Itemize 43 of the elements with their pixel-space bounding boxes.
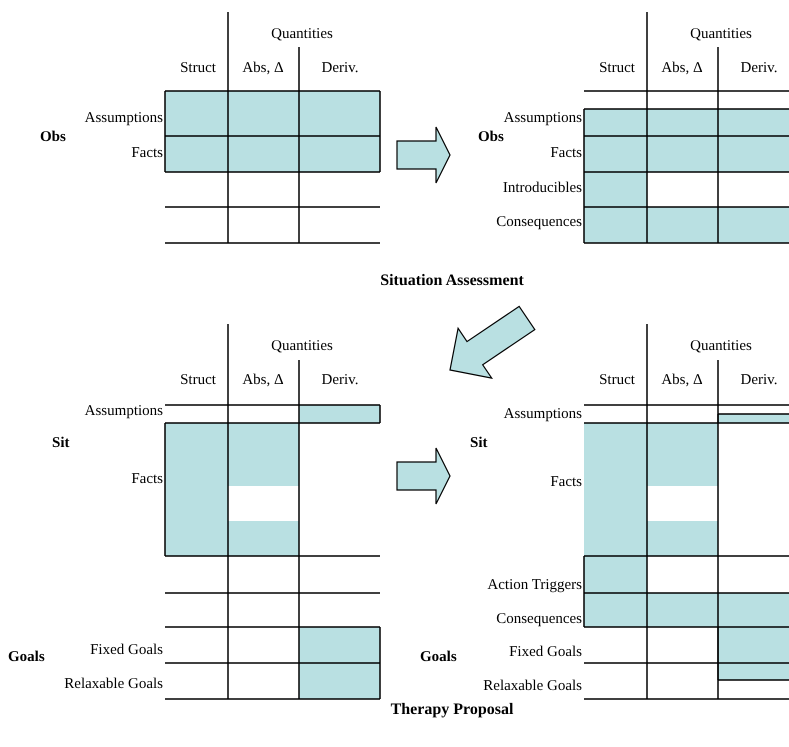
group-label: Obs — [478, 128, 504, 146]
column-header: Abs, Δ — [242, 59, 284, 77]
block-arrow — [396, 447, 451, 505]
column-header: Struct — [599, 59, 635, 77]
row-label: Facts — [131, 144, 163, 162]
row-label: Relaxable Goals — [483, 677, 582, 695]
column-header: Deriv. — [740, 371, 778, 389]
column-header: Struct — [180, 371, 216, 389]
group-label: Sit — [52, 434, 70, 452]
column-header: Quantities — [271, 25, 333, 43]
column-header: Deriv. — [322, 371, 358, 389]
group-label: Goals — [8, 648, 45, 666]
column-header: Deriv. — [740, 59, 778, 77]
row-label: Introducibles — [502, 179, 582, 197]
caption: Situation Assessment — [380, 271, 524, 291]
row-label: Relaxable Goals — [64, 675, 163, 693]
column-header: Abs, Δ — [661, 59, 703, 77]
row-label: Facts — [550, 144, 582, 162]
column-header: Struct — [180, 59, 216, 77]
column-header: Abs, Δ — [242, 371, 284, 389]
column-header: Struct — [599, 371, 635, 389]
column-header: Deriv. — [322, 59, 358, 77]
row-label: Action Triggers — [487, 576, 582, 594]
column-header: Quantities — [690, 337, 752, 355]
block-arrow — [396, 126, 451, 184]
column-header: Abs, Δ — [661, 371, 703, 389]
caption: Therapy Proposal — [390, 700, 514, 720]
block-arrow — [449, 306, 536, 379]
row-label: Consequences — [496, 610, 582, 628]
row-label: Fixed Goals — [509, 643, 582, 661]
row-label: Facts — [131, 470, 163, 488]
group-label: Goals — [420, 648, 457, 666]
row-label: Consequences — [496, 213, 582, 231]
row-label: Assumptions — [504, 109, 582, 127]
column-header: Quantities — [690, 25, 752, 43]
column-header: Quantities — [271, 337, 333, 355]
row-label: Facts — [550, 473, 582, 491]
row-label: Assumptions — [84, 402, 163, 420]
row-label: Fixed Goals — [90, 641, 163, 659]
group-label: Sit — [470, 434, 488, 452]
row-label: Assumptions — [84, 109, 163, 127]
group-label: Obs — [40, 128, 66, 146]
row-label: Assumptions — [504, 405, 582, 423]
